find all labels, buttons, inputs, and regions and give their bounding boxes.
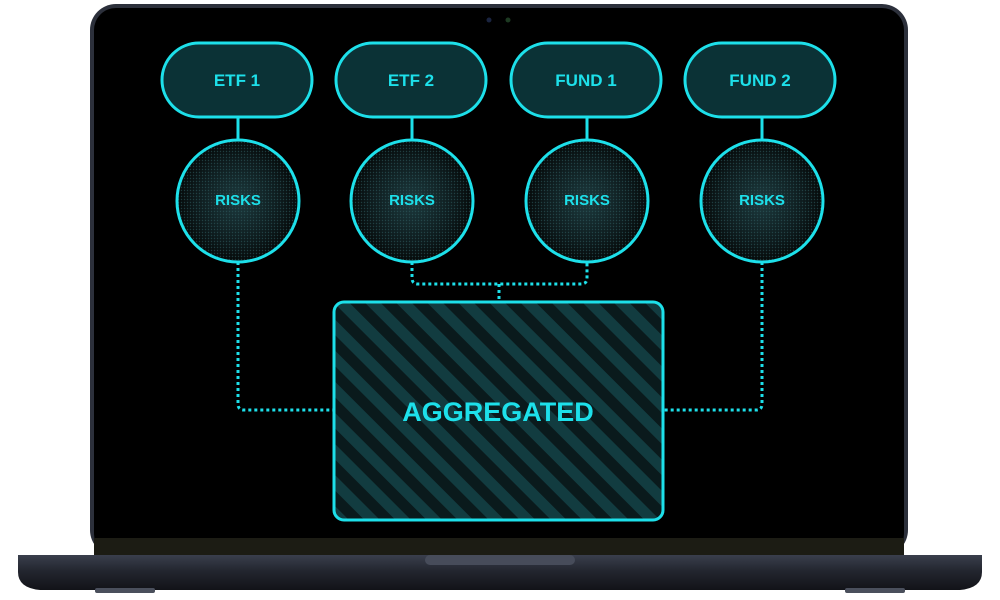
source-node-fund2: FUND 2	[683, 41, 837, 119]
aggregate-label: AGGREGATED	[402, 397, 594, 427]
risk-node-etf1: RISKS	[175, 138, 301, 264]
screen-bottom-strip	[94, 538, 904, 556]
risk-node-fund1: RISKS	[524, 138, 650, 264]
risk-node-fund2: RISKS	[699, 138, 825, 264]
camera-icon	[486, 17, 492, 23]
laptop-base	[18, 555, 982, 590]
risk-label: RISKS	[739, 192, 785, 209]
source-label: ETF 2	[388, 71, 434, 90]
source-label: ETF 1	[214, 71, 260, 90]
source-node-etf2: ETF 2	[334, 41, 488, 119]
dotted-connector-middle	[410, 262, 589, 286]
dotted-connector-fund2	[663, 262, 764, 412]
aggregate-connectors	[236, 262, 764, 412]
source-node-fund1: FUND 1	[509, 41, 663, 119]
risk-label: RISKS	[215, 192, 261, 209]
source-node-etf1: ETF 1	[160, 41, 314, 119]
source-connectors	[236, 117, 764, 140]
camera-light-icon	[505, 17, 511, 23]
source-label: FUND 1	[555, 71, 616, 90]
risk-label: RISKS	[389, 192, 435, 209]
risk-label: RISKS	[564, 192, 610, 209]
laptop-foot-left	[95, 588, 155, 593]
risk-node-etf2: RISKS	[349, 138, 475, 264]
laptop-notch	[425, 555, 575, 565]
aggregate-node: AGGREGATED	[332, 300, 665, 522]
laptop-bezel	[94, 8, 904, 556]
source-label: FUND 2	[729, 71, 790, 90]
dotted-connector-etf1	[236, 262, 334, 412]
laptop-foot-right	[845, 588, 905, 593]
